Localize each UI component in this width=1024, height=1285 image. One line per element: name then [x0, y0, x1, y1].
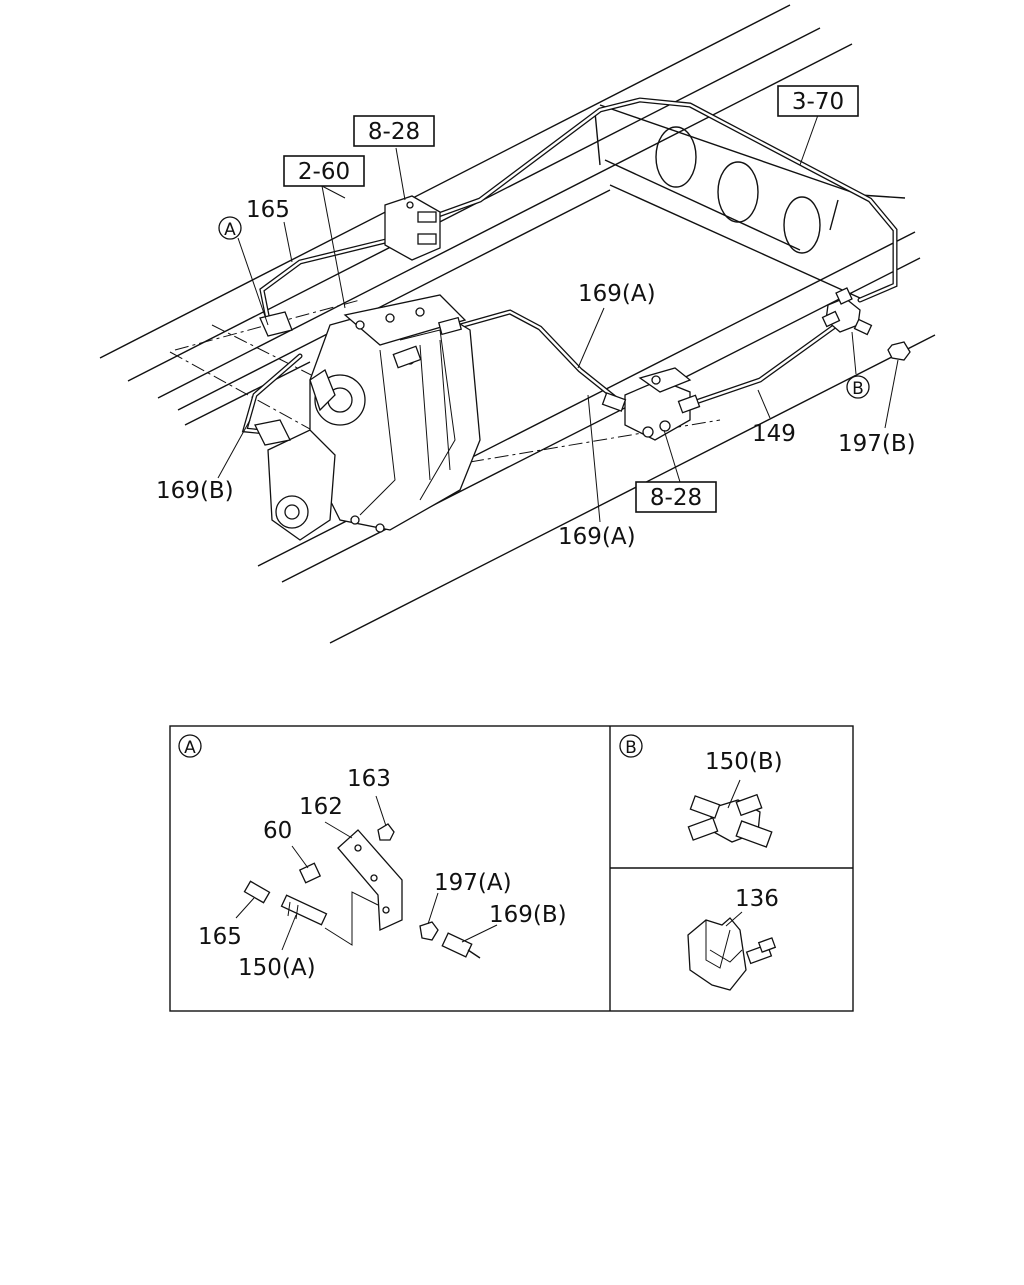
ref-box-2-60: 2-60: [283, 155, 365, 187]
frame-lightening-holes: [655, 126, 821, 254]
detail-a-label-169b: 169(B): [489, 902, 567, 928]
detail-b: B 150(B): [619, 734, 783, 848]
label-149: 149: [752, 421, 796, 447]
detail-a-label-162: 162: [299, 794, 343, 820]
ref-3-70-label: 3-70: [792, 89, 844, 115]
detail-a-label-163: 163: [347, 766, 391, 792]
detail-a-label-150a: 150(A): [238, 955, 316, 981]
marker-b-detail-text: B: [625, 738, 637, 758]
connector-cross-main: [821, 287, 911, 361]
label-169b: 169(B): [156, 478, 234, 504]
marker-b-main-text: B: [852, 379, 864, 399]
ref-box-3-70: 3-70: [777, 85, 859, 117]
label-197b: 197(B): [838, 431, 916, 457]
marker-a-main: A: [218, 216, 242, 240]
air-pipe-165: [259, 235, 401, 333]
label-165: 165: [246, 197, 290, 223]
ref-2-60-label: 2-60: [298, 159, 350, 185]
marker-b-main: B: [846, 375, 870, 399]
ref-box-8-28-bottom: 8-28: [635, 481, 717, 513]
marker-a-detail: A: [178, 734, 202, 758]
label-169a-bottom: 169(A): [558, 524, 636, 550]
detail-panels: [169, 725, 854, 1012]
air-pipe-149: [687, 323, 838, 407]
ref-8-28-top-label: 8-28: [368, 119, 420, 145]
ref-box-8-28-top: 8-28: [353, 115, 435, 147]
label-169a-top: 169(A): [578, 281, 656, 307]
valve-block-bottom: [601, 367, 701, 441]
detail-clip-label-136: 136: [735, 886, 779, 912]
ref-8-28-bottom-label: 8-28: [650, 485, 702, 511]
detail-a-label-165: 165: [198, 924, 242, 950]
leader-lines: [217, 114, 899, 523]
air-pipe-169a: [457, 309, 618, 401]
air-pipe-169b: [241, 353, 303, 435]
detail-a-label-60: 60: [263, 818, 292, 844]
valve-block-top: [384, 195, 441, 261]
detail-a-label-197a: 197(A): [434, 870, 512, 896]
marker-a-detail-text: A: [184, 738, 196, 758]
marker-a-main-text: A: [224, 220, 236, 240]
air-pipe-top-run: [427, 97, 898, 303]
detail-a: A 163 162 60 1: [178, 734, 567, 981]
transmission-assembly: [254, 294, 481, 541]
detail-clip: 136: [687, 886, 779, 991]
detail-b-label-150b: 150(B): [705, 749, 783, 775]
marker-b-detail: B: [619, 734, 643, 758]
